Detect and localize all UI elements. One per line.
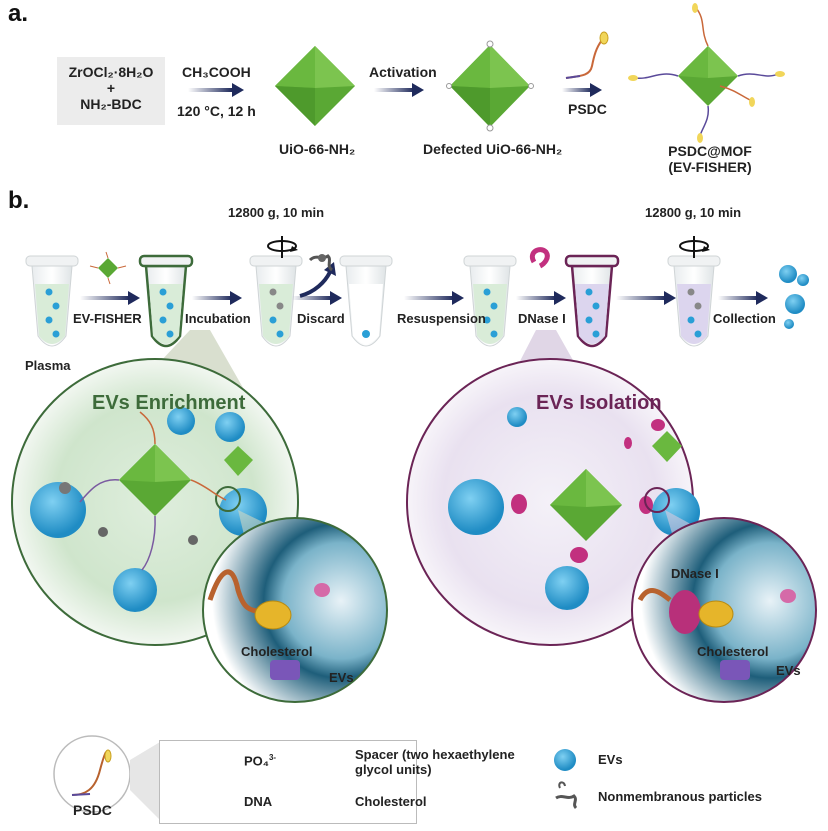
arrow-step1 xyxy=(188,83,244,97)
centrifuge-tube xyxy=(249,255,303,347)
mof-octahedron-uio66 xyxy=(275,46,355,126)
isolation-inset-circle xyxy=(631,517,817,703)
panel-a-label: a. xyxy=(8,0,29,27)
isolation-evs-label: EVs xyxy=(776,663,801,678)
ev-fisher-mini-icon xyxy=(89,251,127,285)
isolation-title: EVs Isolation xyxy=(536,392,662,414)
step-ev-fisher: EV-FISHER xyxy=(73,311,142,326)
legend-box xyxy=(159,740,417,824)
tube-particle xyxy=(276,330,284,338)
centrifuge-1-label: 12800 g, 10 min xyxy=(228,205,325,220)
plasma-label: Plasma xyxy=(25,358,71,373)
step1-reagent: CH₃COOH xyxy=(182,64,251,80)
tube-particle xyxy=(52,302,60,310)
tube-particle xyxy=(687,288,695,296)
step1-conditions: 120 °C, 12 h xyxy=(177,103,256,119)
step-incubation: Incubation xyxy=(185,311,251,326)
centrifuge-tube xyxy=(339,255,393,347)
product-defected-label: Defected UiO-66-NH₂ xyxy=(423,141,563,157)
psdc-mof-text: PSDC@MOF xyxy=(668,143,752,159)
mof-octahedron-defected xyxy=(446,40,534,132)
legend-evs-label: EVs xyxy=(598,752,623,767)
tube-particle xyxy=(166,302,174,310)
centrifuge-tube xyxy=(25,255,79,347)
psdc-strand-icon xyxy=(565,31,609,79)
centrifuge-tube xyxy=(564,254,620,348)
centrifuge-2-label: 12800 g, 10 min xyxy=(645,205,742,220)
tube-particle xyxy=(694,330,702,338)
tube-particle xyxy=(585,288,593,296)
legend-cholesterol-label: Cholesterol xyxy=(355,794,427,809)
tube-particle xyxy=(52,330,60,338)
isolation-cholesterol-label: Cholesterol xyxy=(697,644,769,659)
legend-spacer-label: Spacer (two hexaethylene glycol units) xyxy=(355,747,515,777)
tube-pellet xyxy=(362,330,370,338)
step-discard: Discard xyxy=(297,311,345,326)
reagent-box: ZrOCl₂·8H₂O + NH₂-BDC xyxy=(57,57,165,125)
centrifuge-rotation-icon xyxy=(679,236,710,258)
reagent-zrocl2: ZrOCl₂·8H₂O xyxy=(68,64,154,80)
tube-particle xyxy=(592,302,600,310)
ev-icon xyxy=(554,749,576,771)
centrifuge-tube xyxy=(463,255,517,347)
step-resuspension: Resuspension xyxy=(397,311,486,326)
isolation-zoom-circle xyxy=(406,358,700,646)
step3-psdc: PSDC xyxy=(568,101,607,117)
tube-particle xyxy=(490,302,498,310)
legend-psdc-circle xyxy=(53,735,160,820)
legend-psdc-label: PSDC xyxy=(73,802,112,818)
legend-dna-label: DNA xyxy=(244,794,273,809)
tube-particle xyxy=(159,316,167,324)
tube-particle xyxy=(592,330,600,338)
ev-fisher-text: (EV-FISHER) xyxy=(668,159,752,175)
tube-particle xyxy=(585,316,593,324)
tube-particle xyxy=(483,316,491,324)
tube-particle xyxy=(166,330,174,338)
collected-evs-icon xyxy=(779,265,809,329)
panel-b-label: b. xyxy=(8,187,30,214)
tube-particle xyxy=(45,288,53,296)
product-ev-fisher-label: PSDC@MOF (EV-FISHER) xyxy=(660,143,760,175)
reagent-plus: + xyxy=(106,80,116,96)
step-collection: Collection xyxy=(713,311,776,326)
reagent-nh2-bdc: NH₂-BDC xyxy=(80,96,142,112)
arrow-step2 xyxy=(374,83,424,97)
centrifuge-tube xyxy=(667,255,721,347)
discarded-particles-icon xyxy=(308,254,333,272)
process-arrows xyxy=(80,262,768,305)
tube-particle xyxy=(45,316,53,324)
tube-particle xyxy=(483,288,491,296)
tube-particle xyxy=(490,330,498,338)
tube-particle xyxy=(159,288,167,296)
tube-particle xyxy=(276,302,284,310)
enrich-cholesterol-label: Cholesterol xyxy=(241,644,313,659)
tube-particle xyxy=(269,316,277,324)
enrich-evs-label: EVs xyxy=(329,670,354,685)
isolation-dnase-label: DNase I xyxy=(671,566,719,581)
nonmembranous-particle-icon xyxy=(555,781,578,810)
step2-activation: Activation xyxy=(369,64,437,80)
legend-phosphate-label: PO₄3- xyxy=(244,753,277,769)
centrifuge-rotation-icon xyxy=(267,236,298,258)
product-uio66-label: UiO-66-NH₂ xyxy=(279,141,356,157)
step-dnase: DNase I xyxy=(518,311,566,326)
enrichment-inset-circle xyxy=(202,517,388,703)
enrichment-title: EVs Enrichment xyxy=(92,392,246,414)
dnase-mini-icon xyxy=(530,247,550,269)
tube-particle xyxy=(694,302,702,310)
mof-octahedron-ev-fisher xyxy=(628,3,785,143)
legend-nonmembranous-label: Nonmembranous particles xyxy=(598,789,762,804)
tube-particle xyxy=(687,316,695,324)
arrow-step3 xyxy=(562,83,602,97)
centrifuge-tube xyxy=(138,254,194,348)
tube-particle xyxy=(269,288,277,296)
